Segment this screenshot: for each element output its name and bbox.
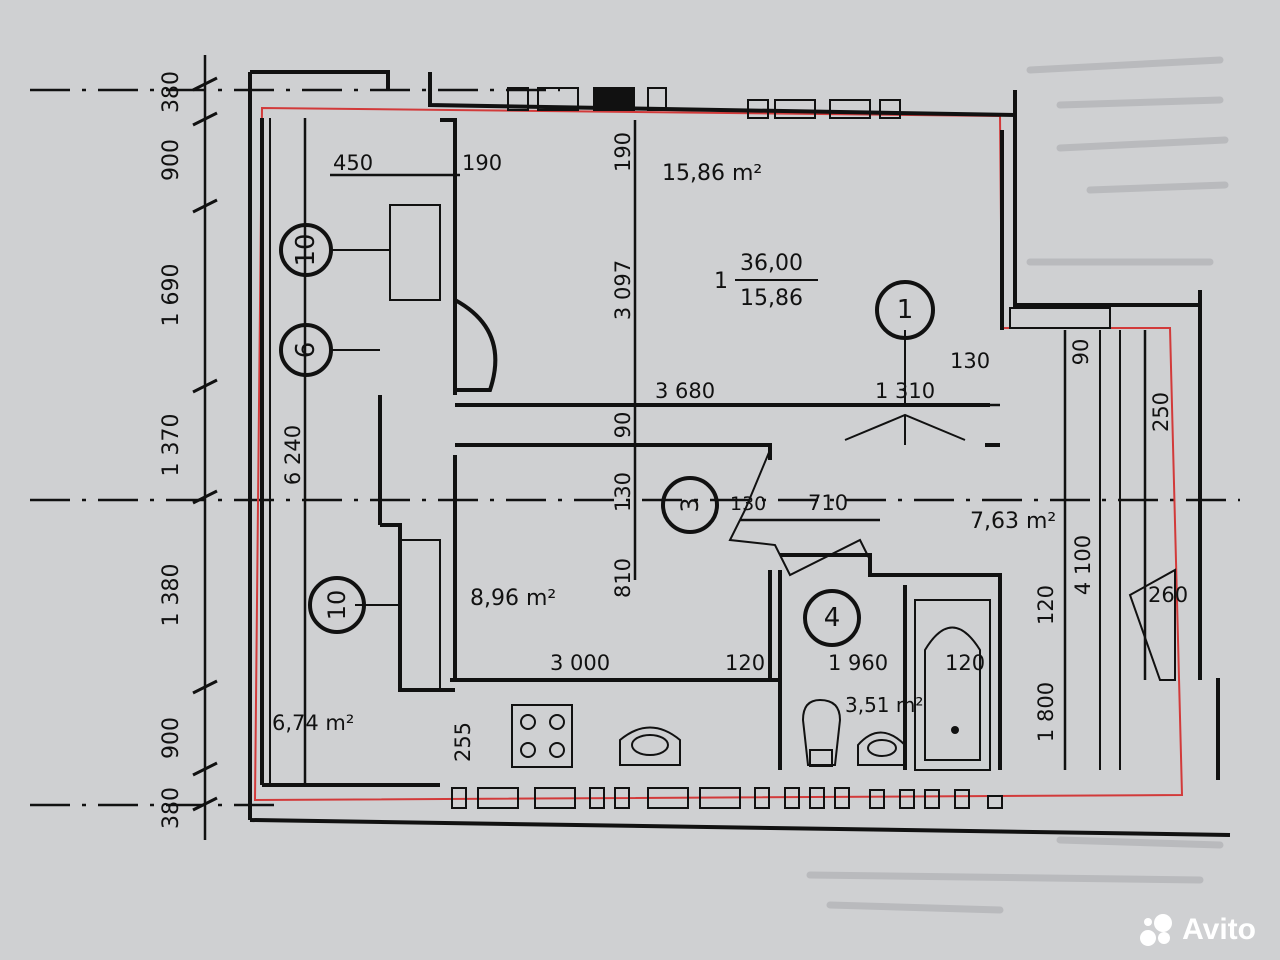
svg-text:120: 120 [945,651,985,675]
svg-text:3 097: 3 097 [611,260,635,320]
loggia-area: 6,74 m² [272,711,354,735]
kitchen-fixtures [511,704,681,768]
svg-text:380: 380 [159,787,184,829]
room-1-area: 15,86 m² [662,161,762,186]
marker-3: 3 [661,476,719,534]
svg-text:1 800: 1 800 [1034,682,1058,742]
kitchen-area: 8,96 m² [470,586,556,611]
svg-text:710: 710 [808,491,848,515]
marker-6: 10 [279,223,333,277]
marker-10: 10 [308,576,366,634]
svg-text:130: 130 [950,349,990,373]
svg-text:255: 255 [451,722,475,762]
marker-5: 6 [279,323,333,377]
avito-logo-icon [1138,912,1174,948]
bath-area: 3,51 m² [845,693,923,717]
svg-text:3 680: 3 680 [655,379,715,403]
bathroom-fixtures [801,599,991,771]
svg-text:1: 1 [897,295,914,325]
svg-text:260: 260 [1148,583,1188,607]
svg-text:900: 900 [159,139,184,181]
svg-text:1 690: 1 690 [159,264,184,327]
svg-text:3 000: 3 000 [550,651,610,675]
svg-text:1 370: 1 370 [159,414,184,477]
svg-text:90: 90 [1069,339,1093,366]
svg-text:130: 130 [730,493,766,515]
background-text-lines [806,56,1229,914]
apartment-label: 1 36,00 15,86 [714,251,818,311]
svg-text:810: 810 [611,558,635,598]
svg-text:90: 90 [611,412,635,439]
avito-watermark: Avito [1138,912,1256,948]
hall-area: 7,63 m² [970,509,1056,534]
apartment-total-area: 36,00 [740,251,803,276]
svg-text:1 380: 1 380 [159,564,184,627]
svg-text:900: 900 [159,717,184,759]
svg-text:4 100: 4 100 [1071,535,1095,595]
outer-walls [248,70,1231,837]
svg-text:4: 4 [824,603,841,633]
watermark-text: Avito [1182,913,1256,946]
svg-text:120: 120 [725,651,765,675]
svg-text:6: 6 [291,342,321,359]
room-area-labels: 15,86 m² 8,96 m² 7,63 m² 3,51 m² 6,74 m² [272,161,1056,735]
svg-text:1 310: 1 310 [875,379,935,403]
interior-walls [378,118,1002,770]
svg-text:380: 380 [159,71,184,113]
interior-dimension-labels: 450 190 190 3 097 6 240 3 680 1 310 130 … [281,132,1188,762]
svg-text:6 240: 6 240 [281,425,305,485]
svg-text:10: 10 [323,590,351,621]
room-markers: 10 6 10 1 3 4 [279,223,935,647]
svg-text:250: 250 [1149,392,1173,432]
left-dimension-labels: 380 900 1 690 1 370 1 380 900 380 [159,71,184,829]
windows-bottom [451,787,1003,809]
left-dimension-chain [192,55,218,840]
inner-lines [269,118,1176,785]
marker-1: 1 [875,280,935,340]
svg-text:450: 450 [333,151,373,175]
svg-text:10: 10 [291,233,321,266]
windows-top [507,87,1111,329]
door-swings [454,298,966,577]
svg-text:190: 190 [611,132,635,172]
apartment-living-area: 15,86 [740,286,803,311]
svg-text:130: 130 [611,472,635,512]
interior-dimension-lines [303,118,1147,785]
svg-text:3: 3 [676,497,704,512]
svg-text:1 960: 1 960 [828,651,888,675]
axis-lines [30,88,1240,807]
svg-text:190: 190 [462,151,502,175]
svg-text:120: 120 [1034,585,1058,625]
apartment-number: 1 [714,269,728,294]
marker-4: 4 [803,589,861,647]
